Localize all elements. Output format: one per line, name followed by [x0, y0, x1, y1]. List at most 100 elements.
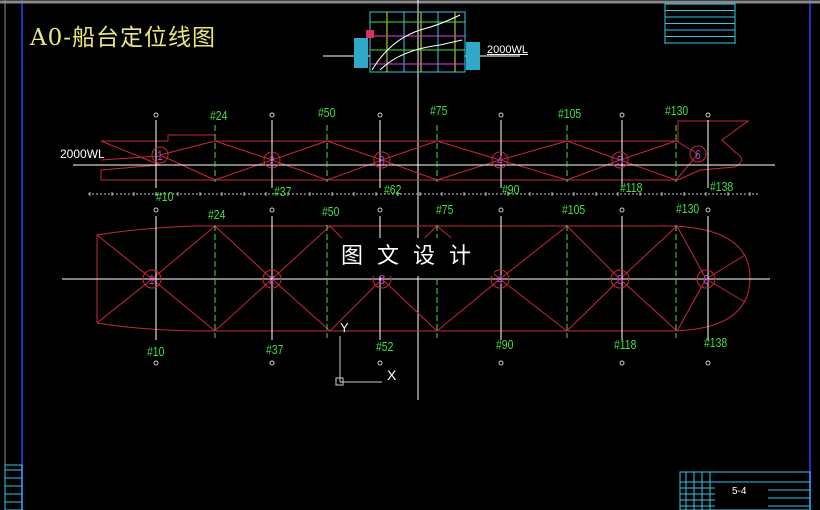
- elevation-truss-brace: [566, 159, 621, 181]
- plan-frame-label-bottom: #118: [614, 337, 637, 352]
- elevation-frame-label-top: #75: [430, 103, 448, 118]
- plan-truss-brace: [676, 225, 707, 280]
- plan-frame-label-top: #130: [676, 201, 700, 216]
- inset-legend-block: [466, 42, 480, 70]
- elevation-block-number: 5: [617, 153, 623, 168]
- elevation-block-circle: [611, 151, 629, 169]
- waterline-label: 2000WL: [60, 147, 105, 161]
- plan-frame-label-top: #105: [562, 202, 586, 217]
- drawing-title: A0-船台定位线图: [30, 25, 217, 51]
- title-block: [679, 471, 811, 510]
- station-marker-icon: [153, 207, 159, 213]
- plan-frame-label-bottom: #10: [147, 344, 165, 359]
- station-marker-icon: [619, 207, 625, 213]
- station-marker-icon: [377, 360, 383, 366]
- elevation-truss-brace: [271, 140, 328, 161]
- inset-waterline-label: 2000WL: [487, 44, 528, 56]
- elevation-truss-brace: [499, 140, 568, 161]
- plan-truss-brace: [271, 225, 331, 280]
- elevation-truss-brace: [619, 159, 677, 181]
- plan-frame-label-bottom: #37: [266, 342, 284, 357]
- plan-truss-brace: [214, 278, 273, 332]
- elevation-truss-brace: [499, 159, 568, 181]
- elevation-truss-brace: [214, 159, 273, 181]
- elevation-hull-outline: [100, 120, 750, 181]
- ucs-icon: [335, 377, 344, 386]
- plan-truss-brace: [566, 225, 621, 280]
- plan-truss-brace: [329, 278, 383, 332]
- elevation-block-number: 4: [497, 153, 503, 168]
- plan-block-number: 4: [497, 272, 503, 287]
- plan-hull-outline: [96, 225, 751, 332]
- elevation-truss-brace: [619, 140, 677, 161]
- plan-truss-brace: [566, 278, 621, 332]
- station-marker-icon: [705, 360, 711, 366]
- plan-truss-brace: [96, 278, 153, 324]
- plan-truss-brace: [705, 254, 746, 280]
- plan-frame-label-top: #50: [322, 204, 340, 219]
- plan-block-number: 5: [617, 272, 623, 287]
- plan-block-circle: [142, 269, 162, 289]
- elevation-block-circle: [689, 145, 707, 163]
- station-marker-icon: [153, 360, 159, 366]
- elevation-frame-label-bottom: #10: [156, 189, 174, 204]
- inset-marker: [366, 30, 374, 38]
- plan-block-number: 6: [703, 272, 709, 287]
- station-marker-icon: [498, 112, 504, 118]
- station-marker-icon: [498, 207, 504, 213]
- elevation-truss-brace: [436, 140, 501, 161]
- plan-truss-brace: [499, 278, 568, 332]
- elevation-truss-brace: [159, 140, 216, 156]
- plan-truss-brace: [151, 278, 216, 332]
- plan-truss-brace: [96, 234, 153, 280]
- elevation-truss-brace: [159, 154, 216, 181]
- elevation-block-number: 3: [379, 153, 385, 168]
- elevation-truss-brace: [436, 159, 501, 181]
- elevation-truss-brace: [675, 140, 699, 155]
- watermark: 图文设计: [332, 238, 494, 276]
- elevation-block-circle: [373, 151, 391, 169]
- station-marker-icon: [705, 112, 711, 118]
- elevation-truss-brace: [566, 140, 621, 161]
- plan-frame-label-top: #24: [208, 207, 226, 222]
- elevation-truss-brace: [326, 140, 383, 161]
- plan-truss-brace: [619, 278, 678, 332]
- sheet-number: 5-4: [732, 486, 747, 497]
- plan-truss-brace: [499, 225, 568, 280]
- elevation-frame-label-bottom: #138: [710, 179, 734, 194]
- elevation-frame-label-bottom: #90: [502, 182, 520, 197]
- station-marker-icon: [619, 112, 625, 118]
- elevation-block-circle: [491, 151, 509, 169]
- plan-block-number: 2: [269, 272, 275, 287]
- plan-block-circle: [696, 269, 716, 289]
- ucs-y-label: Y: [340, 320, 349, 335]
- plan-truss-brace: [214, 225, 273, 280]
- plan-truss-brace: [436, 278, 501, 332]
- elevation-block-number: 2: [269, 153, 275, 168]
- elevation-truss-brace: [381, 159, 438, 181]
- station-marker-icon: [498, 360, 504, 366]
- elevation-truss-brace: [381, 140, 438, 161]
- plan-truss-brace: [705, 278, 746, 303]
- station-marker-icon: [269, 207, 275, 213]
- elevation-truss-brace: [675, 153, 699, 181]
- station-marker-icon: [153, 112, 159, 118]
- elevation-truss-brace: [326, 159, 383, 181]
- plan-block-circle: [490, 269, 510, 289]
- plan-truss-brace: [151, 225, 216, 280]
- plan-frame-label-bottom: #138: [704, 335, 728, 350]
- elevation-block-number: 6: [695, 147, 701, 162]
- elevation-frame-label-top: #105: [558, 106, 582, 121]
- station-marker-icon: [705, 207, 711, 213]
- plan-truss-brace: [676, 278, 707, 332]
- elevation-frame-label-top: #50: [318, 105, 336, 120]
- elevation-frame-label-top: #24: [210, 108, 228, 123]
- elevation-truss-brace: [214, 140, 273, 161]
- station-marker-icon: [619, 360, 625, 366]
- station-marker-icon: [269, 112, 275, 118]
- elevation-frame-label-bottom: #118: [620, 180, 643, 195]
- ucs-x-label: X: [387, 367, 397, 383]
- elevation-frame-label-top: #130: [665, 103, 689, 118]
- station-marker-icon: [377, 112, 383, 118]
